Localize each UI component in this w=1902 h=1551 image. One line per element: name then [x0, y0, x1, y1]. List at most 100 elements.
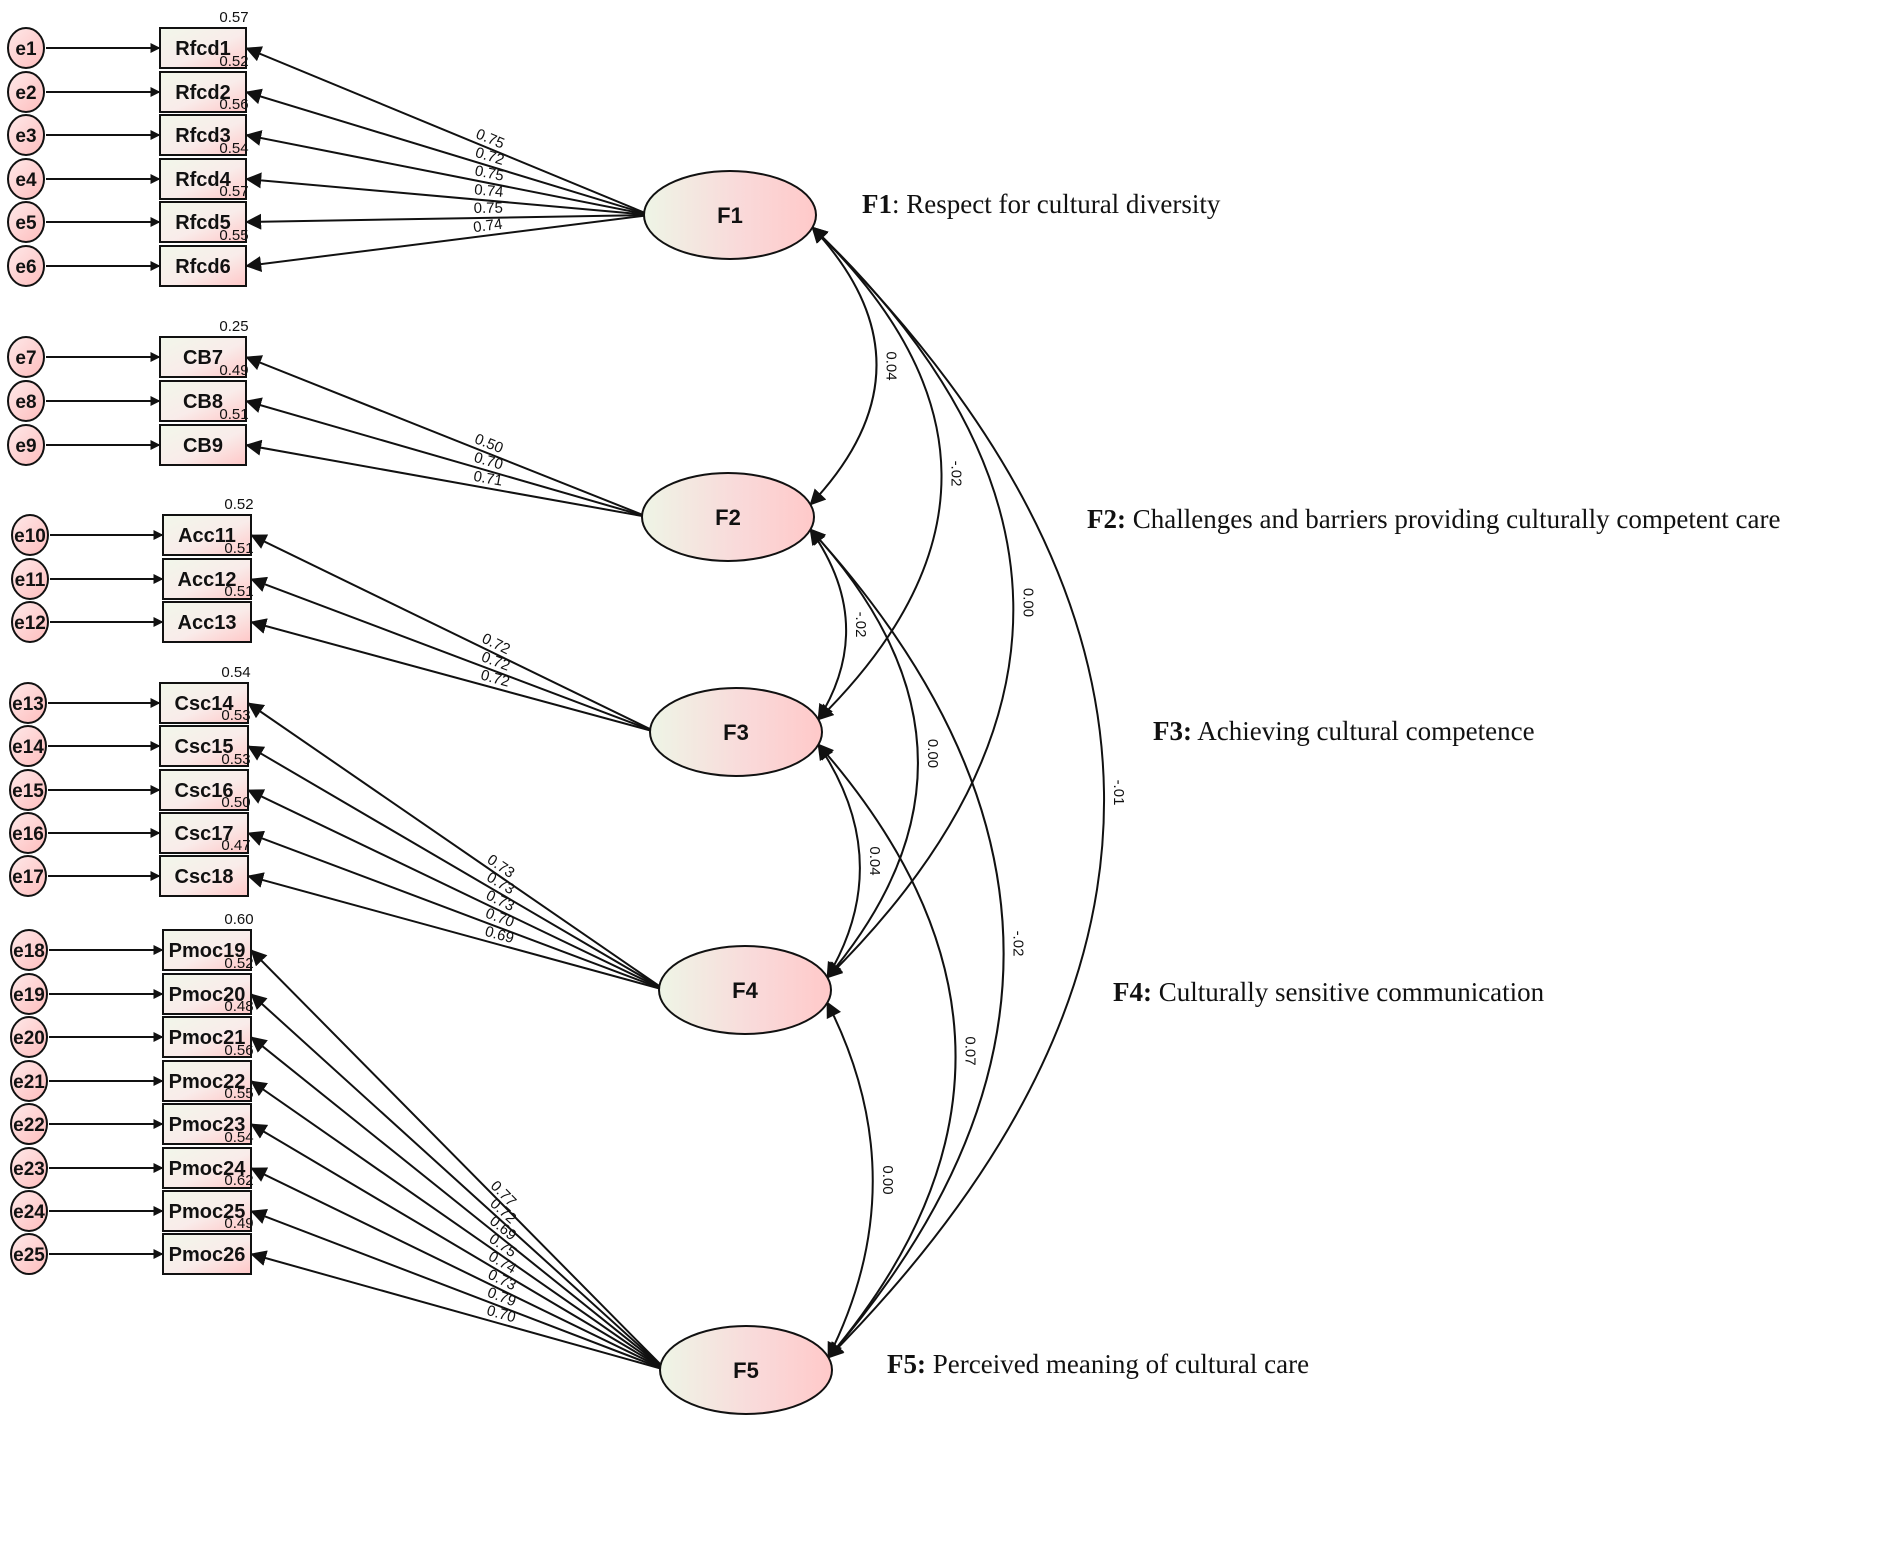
factor-description-key: F3:: [1153, 716, 1192, 746]
latent-factor-f5: [659, 1325, 833, 1415]
loading-arrow: [250, 1123, 667, 1371]
nodes-layer: [7, 27, 833, 1415]
r-squared-label: 0.54: [224, 1129, 253, 1146]
indicator-box-rfcd5: [159, 201, 247, 243]
r-squared-label: 0.55: [224, 1085, 253, 1102]
indicator-label: Csc16: [175, 780, 234, 802]
indicator-label: Acc12: [178, 569, 237, 591]
factor-description: F3: Achieving cultural competence: [1153, 716, 1535, 746]
correlation-label: 0.00: [1019, 588, 1036, 617]
latent-factor-f3: [649, 687, 823, 777]
error-label: e4: [15, 170, 37, 191]
r-squared-label: 0.54: [219, 140, 248, 157]
factor-description: F5: Perceived meaning of cultural care: [887, 1349, 1309, 1379]
indicator-box-acc13: [162, 601, 252, 643]
edges-layer: [46, 43, 1106, 1371]
error-term-e18: [10, 929, 48, 971]
error-label: e23: [13, 1159, 45, 1180]
loading-label: 0.71: [472, 468, 504, 490]
error-label: e14: [12, 737, 44, 758]
indicator-label: Pmoc25: [169, 1201, 246, 1223]
indicator-box-pmoc20: [162, 973, 252, 1015]
indicator-box-csc15: [159, 725, 249, 767]
error-term-e13: [9, 682, 47, 724]
indicator-box-csc18: [159, 855, 249, 897]
indicator-label: Rfcd5: [175, 212, 231, 234]
error-term-e24: [10, 1190, 48, 1232]
error-label: e7: [15, 348, 36, 369]
r-squared-label: 0.53: [221, 707, 250, 724]
loading-arrow: [245, 172, 651, 216]
error-label: e17: [12, 867, 44, 888]
error-label: e24: [13, 1202, 45, 1223]
factor-label: F5: [733, 1358, 759, 1383]
indicator-label: CB7: [183, 347, 223, 369]
indicator-box-cb8: [159, 380, 247, 422]
r-squared-label: 0.62: [224, 1172, 253, 1189]
loading-arrow: [245, 397, 649, 518]
r-squared-label: 0.25: [219, 318, 248, 335]
error-term-e5: [7, 201, 45, 243]
indicator-label: Pmoc23: [169, 1114, 246, 1136]
error-term-e6: [7, 245, 45, 287]
error-term-e23: [10, 1147, 48, 1189]
loading-arrow: [250, 949, 667, 1371]
indicator-label: Pmoc20: [169, 984, 246, 1006]
factor-description-key: F4:: [1113, 977, 1152, 1007]
factor-description-separator: [1152, 977, 1159, 1007]
error-label: e21: [13, 1072, 45, 1093]
factor-description-text: Perceived meaning of cultural care: [933, 1349, 1309, 1379]
error-label: e5: [15, 213, 37, 234]
indicator-box-pmoc22: [162, 1060, 252, 1102]
r-squared-label: 0.55: [219, 227, 248, 244]
indicator-box-cb9: [159, 424, 247, 466]
loading-arrow: [250, 1080, 667, 1371]
indicator-label: Acc11: [178, 525, 236, 547]
error-term-e11: [11, 558, 49, 600]
factor-description-text: Culturally sensitive communication: [1159, 977, 1545, 1007]
error-term-e14: [9, 725, 47, 767]
factor-label: F1: [717, 203, 743, 228]
indicator-label: Csc18: [175, 866, 234, 888]
loading-arrow: [247, 872, 666, 991]
error-term-e4: [7, 158, 45, 200]
error-term-e1: [7, 27, 45, 69]
error-label: e18: [13, 941, 45, 962]
correlation-label: 0.04: [883, 351, 900, 380]
error-label: e3: [15, 126, 36, 147]
r-squared-label: 0.54: [221, 664, 250, 681]
error-term-e15: [9, 769, 47, 811]
loading-label: 0.75: [473, 162, 505, 184]
error-term-e19: [10, 973, 48, 1015]
indicator-box-rfcd1: [159, 27, 247, 69]
latent-factor-f2: [641, 472, 815, 562]
error-term-e7: [7, 336, 45, 378]
loading-label: 0.74: [474, 181, 505, 201]
loading-arrow: [247, 745, 666, 991]
factor-description-key: F1: [862, 189, 892, 219]
indicator-label: Csc14: [175, 693, 235, 715]
error-label: e6: [15, 257, 36, 278]
error-term-e20: [10, 1016, 48, 1058]
factor-description: F2: Challenges and barriers providing cu…: [1087, 504, 1781, 534]
loading-arrow: [245, 214, 651, 273]
loading-arrow: [250, 1208, 667, 1371]
error-term-e12: [11, 601, 49, 643]
loading-arrow: [250, 993, 667, 1371]
indicator-box-rfcd4: [159, 158, 247, 200]
indicator-box-rfcd6: [159, 245, 247, 287]
indicator-label: CB9: [183, 435, 223, 457]
correlation-label: -.02: [852, 612, 869, 638]
indicator-label: Pmoc19: [169, 940, 246, 962]
correlation-arc-f2-f3: [809, 528, 848, 721]
error-label: e16: [12, 824, 44, 845]
indicator-label: Rfcd2: [175, 82, 231, 104]
correlation-arc-f2-f4: [809, 528, 919, 979]
correlation-label: -.01: [1110, 780, 1127, 806]
indicator-box-pmoc19: [162, 929, 252, 971]
error-label: e15: [12, 781, 44, 802]
r-squared-label: 0.53: [221, 751, 250, 768]
error-term-e22: [10, 1103, 48, 1145]
indicator-label: Csc15: [175, 736, 234, 758]
correlation-label: 0.00: [879, 1165, 896, 1194]
